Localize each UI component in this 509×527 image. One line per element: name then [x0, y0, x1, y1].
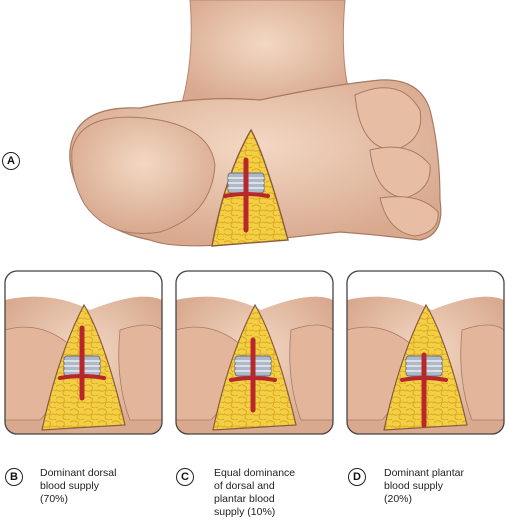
caption-d: Dominant plantar blood supply (20%) — [384, 467, 464, 505]
label-badge-c: C — [176, 468, 194, 486]
toe-2 — [354, 87, 422, 151]
panel-b — [4, 270, 163, 435]
foot-main — [69, 0, 442, 247]
label-badge-a: A — [2, 152, 20, 170]
caption-b: Dominant dorsal blood supply (70%) — [40, 467, 117, 505]
panel-c — [175, 270, 334, 435]
label-badge-b: B — [5, 468, 23, 486]
toe-3 — [369, 146, 431, 199]
big-toe — [71, 116, 216, 234]
panel-d — [346, 270, 505, 435]
label-badge-d: D — [348, 468, 366, 486]
toe-4 — [379, 196, 439, 237]
caption-c: Equal dominance of dorsal and plantar bl… — [214, 467, 296, 518]
